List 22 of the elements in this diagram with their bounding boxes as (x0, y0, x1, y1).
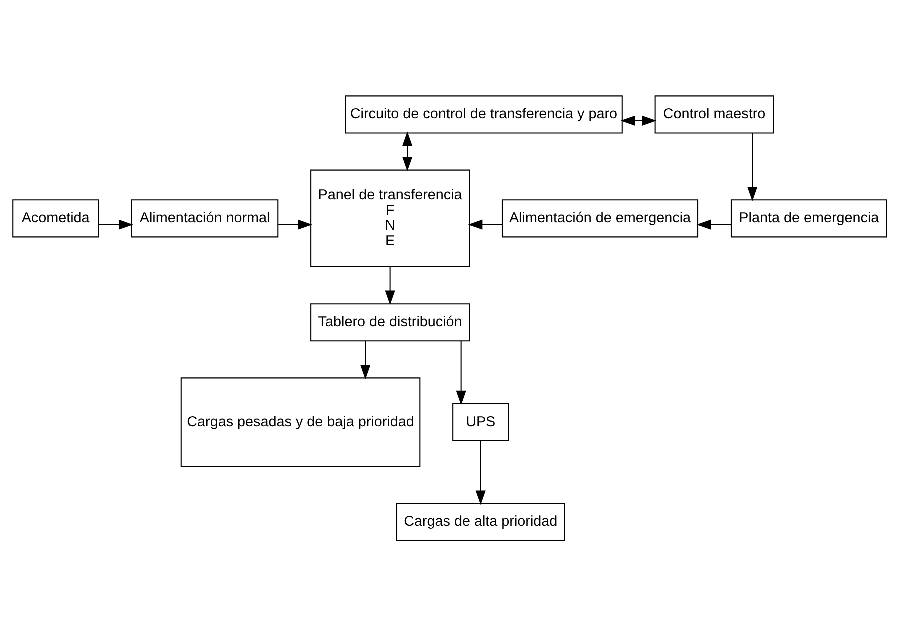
node-box: Circuito de control de transferencia y paro (344, 95, 622, 134)
node-box: Cargas de alta prioridad (396, 502, 565, 541)
arrow (98, 219, 133, 230)
node-box: Tablero de distribución (310, 303, 470, 342)
node-box: Panel de transferencia F N E (310, 169, 470, 268)
node-box: Planta de emergencia (730, 199, 887, 238)
arrow (747, 132, 758, 201)
node-box: Alimentación de emergencia (501, 199, 698, 238)
node-box: UPS (452, 402, 509, 441)
node-box: Alimentación normal (130, 199, 278, 238)
arrow (384, 266, 395, 305)
arrow (402, 131, 412, 171)
arrow (360, 340, 370, 380)
arrow (468, 219, 502, 230)
node-box: Control maestro (654, 95, 774, 134)
arrow (456, 340, 466, 405)
arrow (475, 440, 486, 505)
arrow (696, 219, 731, 230)
node-box: Cargas pesadas y de baja prioridad (180, 377, 420, 467)
arrow (620, 115, 656, 126)
node-box: Acometida (12, 199, 99, 238)
arrow (278, 219, 312, 230)
